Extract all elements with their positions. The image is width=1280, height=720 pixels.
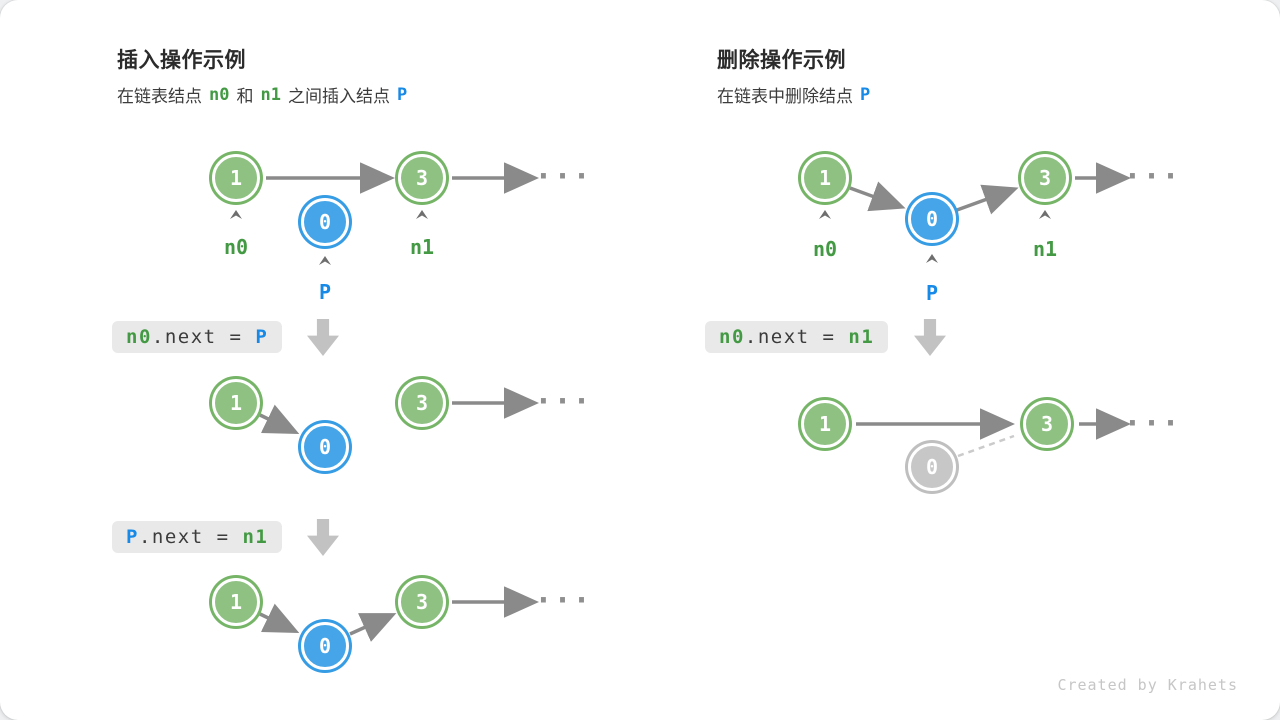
- label-n1: n1: [1032, 237, 1058, 261]
- node-value: 3: [1040, 412, 1054, 436]
- code-token: .next =: [138, 526, 243, 548]
- node-value: 0: [318, 435, 332, 459]
- code-token-n0: n0: [126, 326, 152, 348]
- arrow-P-n1: [349, 613, 397, 642]
- dashed-arrow-P-n1: [957, 434, 1015, 458]
- delete-title: 删除操作示例: [717, 49, 846, 72]
- code-n0-next-P: n0.next = P: [112, 321, 283, 353]
- node-value: 1: [229, 590, 243, 614]
- node-value: 0: [318, 634, 332, 658]
- caret-up-icon: [230, 210, 242, 219]
- node-value: 3: [415, 590, 429, 614]
- down-arrow-icon: [307, 519, 339, 556]
- code-token: .next =: [744, 326, 849, 348]
- node-value: 0: [318, 210, 332, 234]
- node-value: 0: [925, 207, 939, 231]
- node-1: 1: [212, 154, 260, 202]
- ellipsis: ...: [534, 575, 592, 611]
- node-1: 1: [212, 578, 260, 626]
- code-token: .next =: [151, 326, 256, 348]
- node-value: 1: [229, 391, 243, 415]
- label-n0: n0: [812, 237, 838, 261]
- arrow-P-n1: [956, 184, 1019, 215]
- label-n0: n0: [223, 235, 249, 259]
- node-3: 3: [1023, 400, 1071, 448]
- node-0: 0: [301, 622, 349, 670]
- arrow-n0-P: [849, 181, 906, 212]
- node-0: 0: [301, 423, 349, 471]
- subtitle-text: 在链表中删除结点: [717, 87, 853, 106]
- subtitle-text: 在链表结点: [117, 87, 202, 106]
- code-token-n1: n1: [242, 526, 269, 548]
- label-n0: n0: [209, 84, 230, 105]
- subtitle-text: 和: [236, 87, 254, 106]
- insert-subtitle: 在链表结点 n0 和 n1 之间插入结点 P: [117, 82, 414, 107]
- caret-up-icon: [319, 256, 331, 265]
- node-value: 0: [925, 455, 939, 479]
- code-token-p: P: [126, 526, 139, 548]
- node-3: 3: [398, 379, 446, 427]
- label-p: P: [318, 280, 332, 304]
- node-3: 3: [1021, 154, 1069, 202]
- arrow-n0-P: [259, 603, 300, 634]
- label-p: P: [925, 281, 939, 305]
- code-n0-next-n1: n0.next = n1: [705, 321, 889, 353]
- ellipsis: ...: [534, 151, 592, 187]
- code-token-n1: n1: [848, 326, 875, 348]
- node-3: 3: [398, 154, 446, 202]
- arrow-n0-P: [259, 404, 300, 435]
- subtitle-text: 之间插入结点: [287, 87, 390, 106]
- caret-up-icon: [926, 254, 938, 263]
- node-value: 1: [818, 412, 832, 436]
- code-P-next-n1: P.next = n1: [112, 521, 283, 553]
- node-value: 3: [415, 391, 429, 415]
- code-token-p: P: [255, 326, 269, 348]
- code-token-n0: n0: [719, 326, 745, 348]
- insert-title: 插入操作示例: [117, 49, 246, 72]
- caret-up-icon: [819, 210, 831, 219]
- ellipsis: ...: [1123, 398, 1181, 434]
- node-1: 1: [801, 400, 849, 448]
- label-p: P: [396, 84, 408, 105]
- node-1: 1: [212, 379, 260, 427]
- credit-text: Created by Krahets: [1057, 676, 1238, 694]
- node-0-removed: 0: [908, 443, 956, 491]
- down-arrow-icon: [307, 319, 339, 356]
- caret-up-icon: [416, 210, 428, 219]
- node-value: 3: [415, 166, 429, 190]
- label-n1: n1: [260, 84, 281, 105]
- node-value: 1: [229, 166, 243, 190]
- ellipsis: ...: [1123, 151, 1181, 187]
- down-arrow-icon: [914, 319, 946, 356]
- delete-subtitle: 在链表中删除结点 P: [717, 82, 877, 107]
- label-n1: n1: [409, 235, 435, 259]
- node-0: 0: [301, 198, 349, 246]
- caret-up-icon: [1039, 210, 1051, 219]
- node-3: 3: [398, 578, 446, 626]
- node-value: 1: [818, 166, 832, 190]
- label-p: P: [860, 84, 871, 105]
- ellipsis: ...: [534, 376, 592, 412]
- node-value: 3: [1038, 166, 1052, 190]
- node-1: 1: [801, 154, 849, 202]
- node-0: 0: [908, 195, 956, 243]
